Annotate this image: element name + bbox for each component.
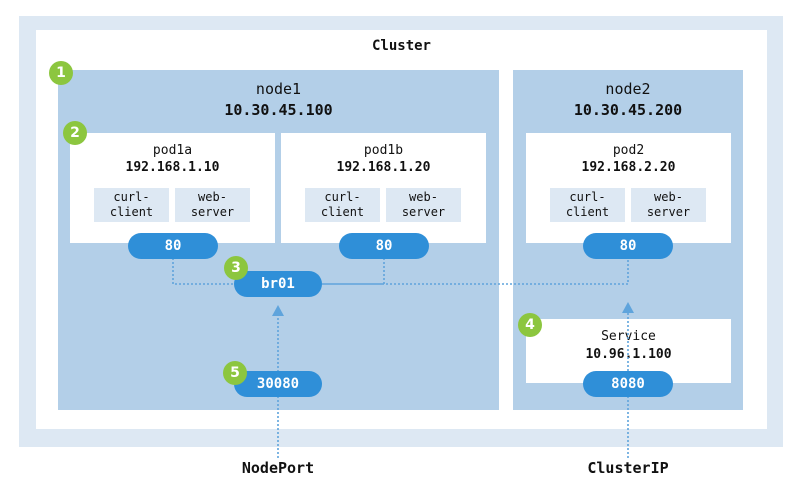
badge-1: 1 [49, 61, 73, 85]
pod2-container-curl-client: curl- client [550, 188, 625, 222]
node2-ip: 10.30.45.200 [573, 101, 683, 119]
pod1b-ip: 192.168.1.20 [336, 160, 431, 175]
cluster-title: Cluster [371, 38, 431, 54]
badge-4: 4 [518, 313, 542, 337]
pod1a-container-curl-client: curl- client [94, 188, 169, 222]
pod1a-container-web-server: web- server [175, 188, 250, 222]
pod1b-container-curl-client: curl- client [305, 188, 380, 222]
service-port: 8080 [583, 371, 673, 397]
pod1a-port: 80 [128, 233, 218, 259]
badge-3: 3 [224, 256, 248, 280]
nodeport-port: 30080 [234, 371, 322, 397]
pod1b-port: 80 [339, 233, 429, 259]
wire-pod1a-bridge [172, 258, 235, 285]
pod1a-name: pod1a [152, 143, 193, 158]
arrow-to-pod2 [622, 302, 634, 313]
clusterip-label: ClusterIP [587, 459, 669, 477]
pod2-name: pod2 [612, 143, 645, 158]
pod1b-name: pod1b [363, 143, 404, 158]
service-name: Service [601, 329, 656, 344]
pod2-container-web-server: web- server [631, 188, 706, 222]
pod2-port: 80 [583, 233, 673, 259]
badge-2: 2 [63, 121, 87, 145]
badge-5: 5 [223, 361, 247, 385]
wire-bridge-pod2 [322, 258, 629, 285]
nodeport-label: NodePort [241, 459, 315, 477]
node2-name: node2 [605, 80, 651, 98]
wire-pod1b-bridge [322, 258, 385, 285]
pod2-ip: 192.168.2.20 [581, 160, 676, 175]
pod1b-container-web-server: web- server [386, 188, 461, 222]
node1-ip: 10.30.45.100 [224, 101, 333, 119]
arrow-to-bridge [272, 305, 284, 316]
bridge-br01: br01 [234, 271, 322, 297]
node1-name: node1 [255, 80, 302, 98]
pod1a-ip: 192.168.1.10 [125, 160, 220, 175]
